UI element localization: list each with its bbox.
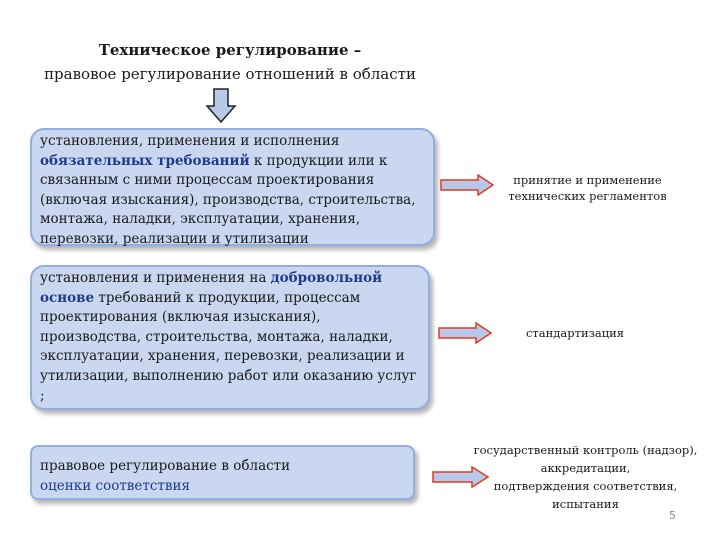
box2-text-start: установления и применения на <box>40 270 271 286</box>
box1-text-end: к продукции или к связанным с ними проце… <box>40 152 416 247</box>
conformity-assessment-box: правовое регулирование в области оценки … <box>30 445 415 500</box>
result1-line-1: принятие и применение <box>513 173 662 187</box>
result3-line-3: подтверждения соответствия, <box>493 479 678 493</box>
title-line-2: правовое регулирование отношений в облас… <box>44 65 416 83</box>
box2-text-end: требований к продукции, процессам проект… <box>40 289 417 404</box>
slide-title: Техническое регулирование – правовое рег… <box>0 38 460 86</box>
right-arrow-icon <box>440 174 495 196</box>
result3-line-2: аккредитации, <box>540 461 631 475</box>
right-arrow-icon <box>438 322 493 344</box>
title-line-1: Техническое регулирование – <box>98 41 362 59</box>
down-arrow-icon <box>205 88 237 124</box>
result3-line-1: государственный контроль (надзор), <box>473 443 698 457</box>
box3-line-1: правовое регулирование в области <box>40 458 291 474</box>
mandatory-requirements-box: установления, применения и исполнения об… <box>30 128 435 247</box>
conformity-assessment-highlight: оценки соответствия <box>40 477 191 494</box>
right-arrow-icon <box>432 466 490 488</box>
result3-line-4: испытания <box>552 497 619 511</box>
result1-line-2: технических регламентов <box>508 189 667 203</box>
box1-text-start: установления, применения и исполнения <box>40 133 340 149</box>
standardization-result: стандартизация <box>525 326 625 340</box>
page-number: 5 <box>669 509 676 522</box>
voluntary-basis-box: установления и применения на добровольно… <box>30 265 430 410</box>
voluntary-basis-highlight: добровольной основе <box>40 270 383 306</box>
conformity-result: государственный контроль (надзор), аккре… <box>468 441 703 513</box>
technical-regulations-result: принятие и применение технических реглам… <box>500 172 675 204</box>
mandatory-requirements-highlight: обязательных требований <box>40 152 250 169</box>
